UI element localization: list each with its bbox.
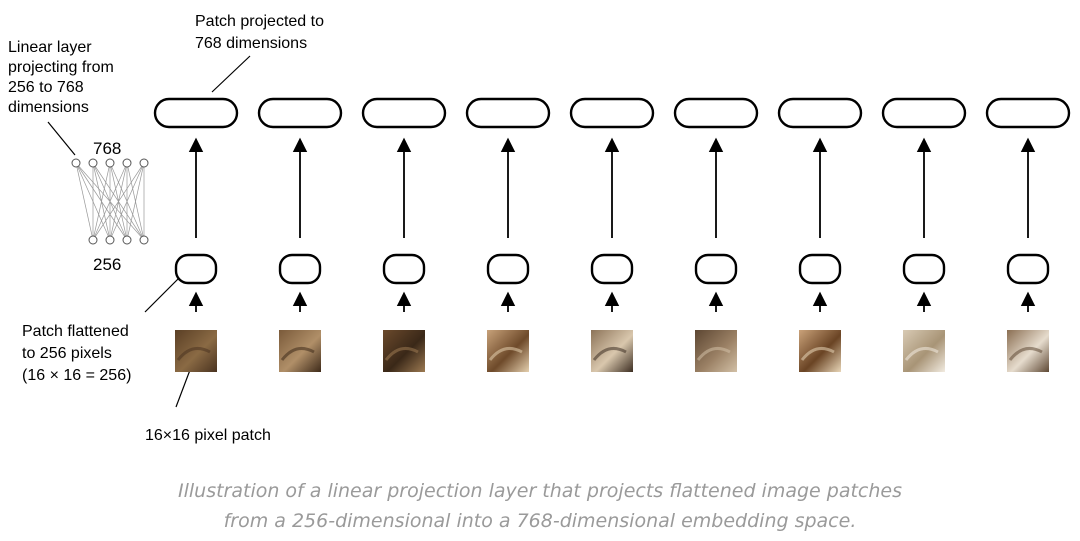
flattened-256-box [382,253,426,285]
embedding-768-box [673,97,759,129]
image-patch-texture [488,346,523,361]
image-patch [591,330,633,372]
network-node-top [71,158,81,168]
embedding-768-box [153,97,239,129]
patch-projected-pointer [211,55,251,93]
network-node-bottom [88,235,98,245]
network-node-bottom [105,235,115,245]
image-patch-texture [592,346,627,361]
network-node-top [105,158,115,168]
network-edge [75,162,94,241]
flattened-256-box [590,253,634,285]
image-patch-texture [904,346,939,361]
embedding-768-box [985,97,1071,129]
patch-projected-label-line1: Patch projected to [195,13,324,30]
patch-column [569,97,655,372]
patch-column [257,97,343,372]
flattened-256-box [174,253,218,285]
patch-column [153,97,239,372]
network-node-top [122,158,132,168]
image-patch-texture [384,346,419,361]
top-count-label: 768 [93,139,121,158]
figure-caption: Illustration of a linear projection laye… [0,476,1080,536]
network-edge [109,162,145,241]
flattened-256-box [278,253,322,285]
pixel-patch-label: 16×16 pixel patch [145,427,271,444]
flattened-256-box [486,253,530,285]
network-node-top [88,158,98,168]
network-edge [92,162,128,241]
embedding-768-box [777,97,863,129]
patch-projected-label-line2: 768 dimensions [195,35,307,52]
network-icon [71,158,149,245]
patch-flattened-label-line2: to 256 pixels [22,345,112,362]
linear-layer-label-line3: 256 to 768 [8,79,84,96]
network-edge [126,162,145,241]
patch-column [465,97,551,372]
embedding-768-box [465,97,551,129]
embedding-768-box [361,97,447,129]
image-patch-texture [696,346,731,361]
pixel-patch-pointer [175,369,191,408]
image-patch [279,330,321,372]
linear-layer-label-line4: dimensions [8,99,89,116]
image-patch-texture [800,346,835,361]
image-patch [175,330,217,372]
patch-flattened-pointer [144,276,181,313]
patch-column [881,97,967,372]
caption-line-1: Illustration of a linear projection laye… [177,480,903,502]
image-patch [695,330,737,372]
patch-column [777,97,863,372]
flattened-256-box [1006,253,1050,285]
patch-column [673,97,759,372]
image-patch [903,330,945,372]
embedding-768-box [257,97,343,129]
patch-flattened-label-line1: Patch flattened [22,323,129,340]
image-patch [487,330,529,372]
image-patch [1007,330,1049,372]
embedding-768-box [881,97,967,129]
flattened-256-box [798,253,842,285]
patch-column [985,97,1071,372]
patch-columns [153,97,1071,372]
flattened-256-box [694,253,738,285]
image-patch [799,330,841,372]
caption-line-2: from a 256-dimensional into a 768-dimens… [223,510,857,532]
image-patch-texture [280,346,315,361]
image-patch [383,330,425,372]
patch-flattened-label-line3: (16 × 16 = 256) [22,367,131,384]
linear-layer-pointer [47,121,76,156]
flattened-256-box [902,253,946,285]
patch-column [361,97,447,372]
network-node-top [139,158,149,168]
linear-layer-label-line1: Linear layer [8,39,92,56]
network-node-bottom [139,235,149,245]
image-patch-texture [176,346,211,361]
linear-layer-label-line2: projecting from [8,59,114,76]
image-patch-texture [1008,346,1043,361]
network-edge [92,162,145,241]
network-edge [92,162,111,241]
embedding-768-box [569,97,655,129]
bottom-count-label: 256 [93,255,121,274]
network-node-bottom [122,235,132,245]
